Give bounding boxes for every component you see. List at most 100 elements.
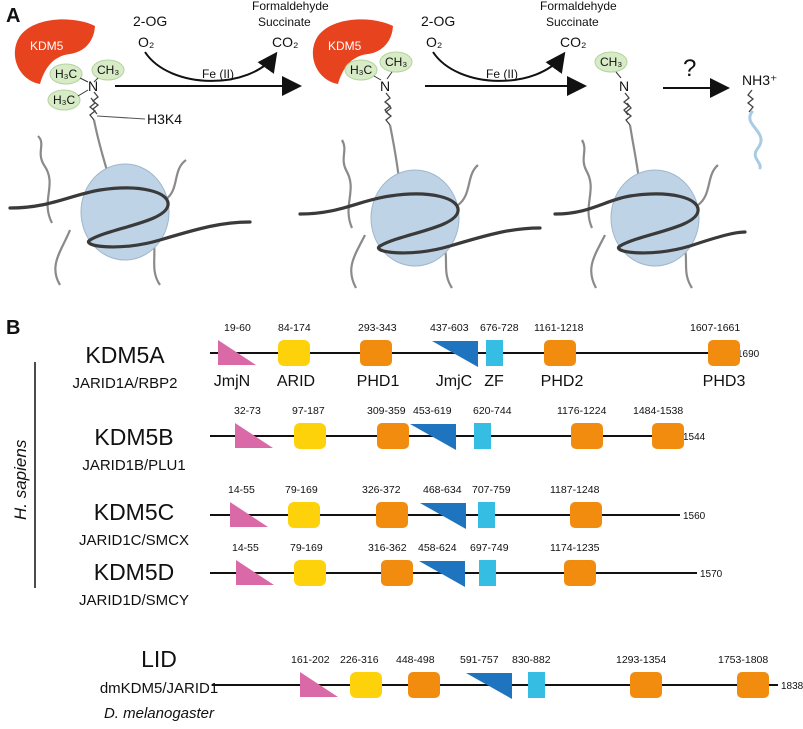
kdm5d-jmjc-range: 458-624	[418, 542, 457, 554]
lid-phd1-range: 448-498	[396, 654, 435, 666]
bond-2b	[386, 71, 393, 80]
step2-succinate: Succinate	[546, 15, 599, 29]
nucleosome-1	[8, 119, 252, 286]
kdm5a-phd3-range: 1607-1661	[690, 322, 740, 334]
lid-zf-domain	[528, 672, 545, 698]
lid-phd3-range: 1753-1808	[718, 654, 768, 666]
kdm5a-phd1-label: PHD1	[357, 373, 400, 390]
lid-alias: dmKDM5/JARID1	[100, 680, 218, 697]
kdm5c-name: KDM5C	[94, 499, 175, 525]
kdm5b-length: 1544	[683, 432, 706, 443]
lid-jmjc-range: 591-757	[460, 654, 499, 666]
free-tail	[748, 110, 763, 170]
kdm5d-jmjc-domain	[419, 561, 465, 587]
panel-b-label: B	[6, 317, 20, 339]
kdm5a-zf-range: 676-728	[480, 322, 519, 334]
kdm5d-zf-range: 697-749	[470, 542, 509, 554]
kdm5a-phd3-label: PHD3	[703, 373, 746, 390]
kdm5b-jmjn-range: 32-73	[234, 405, 261, 417]
step1-2og: 2-OG	[133, 13, 167, 29]
reaction-step-2: 2-OG O₂ Formaldehyde Succinate CO₂ Fe (I…	[421, 0, 617, 96]
kdm5d-arid-domain	[294, 560, 326, 586]
lid-phd1-domain	[408, 672, 440, 698]
lid-length: 1838	[781, 681, 803, 692]
lid-phd2-range: 1293-1354	[616, 654, 666, 666]
methyl-text-1c: H₃C	[53, 93, 76, 107]
kdm5-enzyme-1	[14, 19, 95, 84]
kdm5d-phd2-range: 1174-1235	[550, 542, 600, 554]
kdm5a-jmjn-range: 19-60	[224, 322, 251, 334]
kdm5b-phd3-domain	[652, 423, 684, 449]
kdm5a-jmjc-range: 437-603	[430, 322, 469, 334]
unknown-step-mark: ?	[683, 55, 696, 82]
kdm5b-phd2-range: 1176-1224	[557, 405, 607, 417]
nitrogen-3: N	[619, 78, 629, 94]
kdm5d-jmjn-domain	[236, 560, 274, 585]
kdm5d-phd1-range: 316-362	[368, 542, 407, 554]
kdm5d-jmjn-range: 14-55	[232, 542, 259, 554]
lysine-wiggle-1	[91, 91, 100, 115]
kdm5c-length: 1560	[683, 511, 706, 522]
kdm5b-jmjn-domain	[235, 423, 273, 448]
kdm5b-zf-domain	[474, 423, 491, 449]
kdm5a-phd1-domain	[360, 340, 392, 366]
kdm5a-jmjn-domain	[218, 340, 256, 365]
nitrogen-2: N	[380, 78, 390, 94]
kdm5c-jmjc-domain	[420, 503, 466, 529]
kdm5d-zf-domain	[479, 560, 496, 586]
kdm5c-zf-range: 707-759	[472, 484, 511, 496]
methyl-bead-1c	[47, 89, 81, 111]
lid-arid-range: 226-316	[340, 654, 379, 666]
lid-phd2-domain	[630, 672, 662, 698]
h3k4-pointer	[96, 115, 146, 120]
nucleosome-2	[298, 124, 542, 289]
bond-1c	[77, 89, 89, 97]
step1-succinate: Succinate	[258, 15, 311, 29]
lysine-wiggle-2	[383, 92, 392, 116]
bond-1b	[93, 77, 99, 83]
kdm5a-phd3-domain	[708, 340, 740, 366]
lid-name: LID	[141, 646, 177, 672]
kdm5a-arid-domain	[278, 340, 310, 366]
methyl-bead-2b	[379, 51, 413, 73]
nitrogen-1: N	[88, 78, 98, 94]
kdm5a-jmjc-label: JmjC	[436, 373, 472, 390]
step2-formaldehyde: Formaldehyde	[540, 0, 617, 13]
methyl-text-2b: CH₃	[385, 55, 407, 69]
kdm5c-arid-domain	[288, 502, 320, 528]
lid-jmjn-domain	[300, 672, 338, 697]
kdm5-enzyme-2	[312, 19, 393, 84]
species-h-sapiens: H. sapiens	[11, 439, 30, 520]
kdm5b-jmjc-domain	[410, 424, 456, 450]
lid-jmjc-domain	[466, 673, 512, 699]
kdm5a-phd2-label: PHD2	[541, 373, 584, 390]
kdm5c-phd2-domain	[570, 502, 602, 528]
kdm5b-arid-range: 97-187	[292, 405, 325, 417]
kdm5a-arid-label: ARID	[277, 373, 315, 390]
kdm5d-arid-range: 79-169	[290, 542, 323, 554]
kdm5d-alias: JARID1D/SMCY	[79, 592, 189, 609]
methyl-bead-3	[594, 51, 628, 73]
methyl-bead-1a	[49, 63, 83, 85]
lysine-wiggle-3	[622, 92, 631, 116]
kdm5a-phd2-domain	[544, 340, 576, 366]
kdm5c-alias: JARID1C/SMCX	[79, 532, 189, 549]
kdm5c-jmjn-domain	[230, 502, 268, 527]
kdm5c-phd1-range: 326-372	[362, 484, 401, 496]
methyl-text-1a: H₃C	[55, 67, 78, 81]
bond-2a	[373, 75, 382, 81]
kdm5b-phd1-range: 309-359	[367, 405, 406, 417]
step1-fe: Fe (II)	[202, 67, 234, 81]
nucleosome-3	[553, 124, 747, 289]
kdm5c-phd2-range: 1187-1248	[550, 484, 600, 496]
kdm5b-alias: JARID1B/PLU1	[82, 457, 185, 474]
lid-arid-domain	[350, 672, 382, 698]
kdm5-label-1: KDM5	[30, 39, 64, 53]
kdm5a-length: 1690	[737, 349, 760, 360]
step2-2og: 2-OG	[421, 13, 455, 29]
kdm5b-phd3-range: 1484-1538	[633, 405, 683, 417]
kdm5c-jmjn-range: 14-55	[228, 484, 255, 496]
kdm5d-phd1-domain	[381, 560, 413, 586]
step1-formaldehyde: Formaldehyde	[252, 0, 329, 13]
lysine-wiggle-4	[746, 89, 755, 113]
